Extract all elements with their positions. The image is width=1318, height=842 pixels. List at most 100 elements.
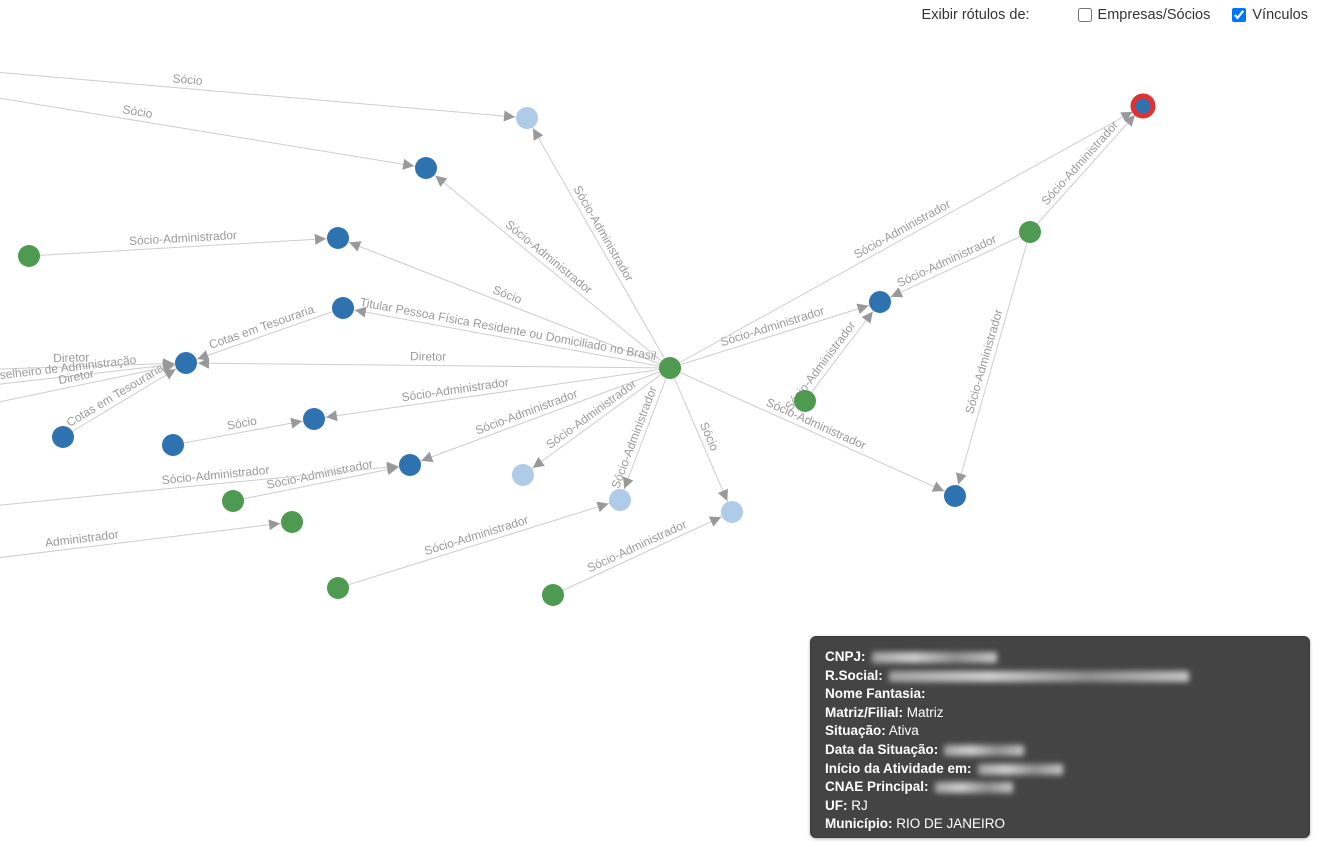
graph-node[interactable]	[869, 291, 891, 313]
graph-edge	[669, 367, 956, 497]
edge-arrow-icon	[402, 158, 415, 170]
checkbox-row-empresas-socios[interactable]: Empresas/Sócios	[1077, 7, 1210, 23]
graph-node[interactable]	[512, 464, 534, 486]
graph-node[interactable]	[162, 434, 184, 456]
graph-node[interactable]	[721, 501, 743, 523]
graph-edge	[0, 521, 293, 559]
edge-arrow-icon	[596, 501, 609, 513]
edge-label: Sócio-Administrador	[1039, 118, 1122, 208]
redacted-value	[977, 763, 1063, 775]
edge-arrow-icon	[197, 350, 210, 361]
checkbox-empresas-socios[interactable]	[1077, 8, 1092, 22]
edge-label: Diretor	[53, 350, 89, 365]
graph-node[interactable]	[52, 426, 74, 448]
graph-edge	[0, 464, 411, 506]
graph-node[interactable]	[175, 352, 197, 374]
tooltip-field: CNAE Principal:	[825, 778, 1295, 797]
graph-node[interactable]	[303, 408, 325, 430]
graph-edge	[342, 307, 671, 369]
edge-arrow-icon	[435, 175, 448, 187]
graph-edge	[522, 367, 671, 476]
edge-label: Sócio-Administrador	[719, 304, 826, 350]
graph-node[interactable]	[18, 245, 40, 267]
tooltip-field: Situação: Ativa	[825, 723, 919, 739]
graph-node[interactable]	[399, 454, 421, 476]
graph-node[interactable]	[542, 584, 564, 606]
edge-label: Sócio-Administrador	[129, 228, 238, 248]
edge-label: Sócio-Administrador	[503, 217, 595, 296]
edge-label: Sócio	[491, 283, 524, 307]
graph-node[interactable]	[222, 490, 244, 512]
edge-label: Sócio-Administrador	[401, 375, 510, 404]
graph-node[interactable]	[794, 390, 816, 412]
tooltip-field-label: UF:	[825, 797, 848, 813]
graph-edge	[0, 97, 427, 169]
edge-arrow-icon	[163, 369, 176, 380]
graph-node[interactable]	[944, 485, 966, 507]
tooltip-field-label: Início da Atividade em:	[825, 760, 972, 776]
tooltip-field-label: Situação:	[825, 723, 886, 739]
graph-node[interactable]	[516, 107, 538, 129]
edge-label: Sócio-Administrador	[851, 197, 952, 262]
graph-edge	[62, 362, 187, 438]
tooltip-field-label: Matriz/Filial:	[825, 704, 904, 720]
redacted-value	[944, 744, 1025, 756]
tooltip-field-label: Nome Fantasia:	[825, 686, 926, 702]
edge-arrow-icon	[623, 476, 634, 489]
graph-edge	[1029, 105, 1144, 233]
edge-label: Sócio	[697, 420, 722, 453]
graph-node[interactable]	[281, 511, 303, 533]
graph-node[interactable]	[609, 489, 631, 511]
tooltip-field: Município: RIO DE JANEIRO	[825, 816, 1006, 832]
tooltip-field-label: CNPJ:	[825, 649, 866, 664]
graph-node-selected[interactable]	[1130, 93, 1156, 119]
tooltip-field-label: Município:	[825, 816, 893, 832]
edge-arrow-icon	[503, 110, 516, 122]
edge-arrow-icon	[1123, 114, 1135, 127]
tooltip-field: R.Social:	[825, 667, 1295, 686]
graph-node[interactable]	[327, 227, 349, 249]
graph-edge	[954, 231, 1031, 497]
edge-label: Sócio-Administrador	[962, 308, 1005, 416]
checkbox-row-vinculos[interactable]: Vínculos	[1232, 7, 1308, 23]
graph-edge	[526, 117, 671, 369]
edge-label: Titular Pessoa Física Residente ou Domic…	[359, 295, 658, 363]
checkbox-vinculos[interactable]	[1232, 8, 1247, 22]
graph-node[interactable]	[332, 297, 354, 319]
graph-node[interactable]	[659, 357, 681, 379]
edge-arrow-icon	[268, 519, 281, 531]
edge-arrow-icon	[349, 241, 362, 252]
edge-arrow-icon	[197, 357, 210, 369]
graph-edge	[0, 362, 187, 385]
graph-edge	[409, 367, 671, 466]
edge-label: Sócio-Administrador	[585, 517, 689, 575]
edge-arrow-icon	[354, 306, 367, 318]
graph-edge	[669, 301, 881, 369]
edge-arrow-icon	[325, 410, 338, 422]
controls-label: Exibir rótulos de:	[921, 7, 1030, 23]
edge-arrow-icon	[386, 461, 399, 473]
redacted-value	[934, 782, 1013, 794]
edge-arrow-icon	[717, 488, 728, 501]
edge-arrow-icon	[1120, 111, 1133, 122]
graph-edge	[185, 307, 344, 364]
redacted-value	[888, 670, 1189, 682]
graph-node[interactable]	[1019, 221, 1041, 243]
edge-arrow-icon	[532, 457, 545, 468]
edge-label: Sócio-Administrador	[571, 183, 637, 284]
label-controls: Exibir rótulos de: Empresas/Sócios Víncu…	[922, 7, 1308, 23]
edge-arrow-icon	[931, 481, 945, 492]
edge-label: Sócio-Administrador	[423, 513, 530, 558]
graph-node[interactable]	[415, 157, 437, 179]
edge-label: Sócio-Administrador	[764, 395, 868, 452]
checkbox-label-vinculos: Vínculos	[1252, 7, 1308, 23]
edge-arrow-icon	[890, 287, 904, 298]
graph-edge	[313, 367, 671, 420]
edge-arrow-icon	[290, 417, 303, 429]
tooltip-field: Data da Situação:	[825, 741, 1295, 760]
graph-node[interactable]	[327, 577, 349, 599]
edge-arrow-icon	[708, 516, 722, 527]
edge-label: Diretor	[410, 349, 446, 363]
